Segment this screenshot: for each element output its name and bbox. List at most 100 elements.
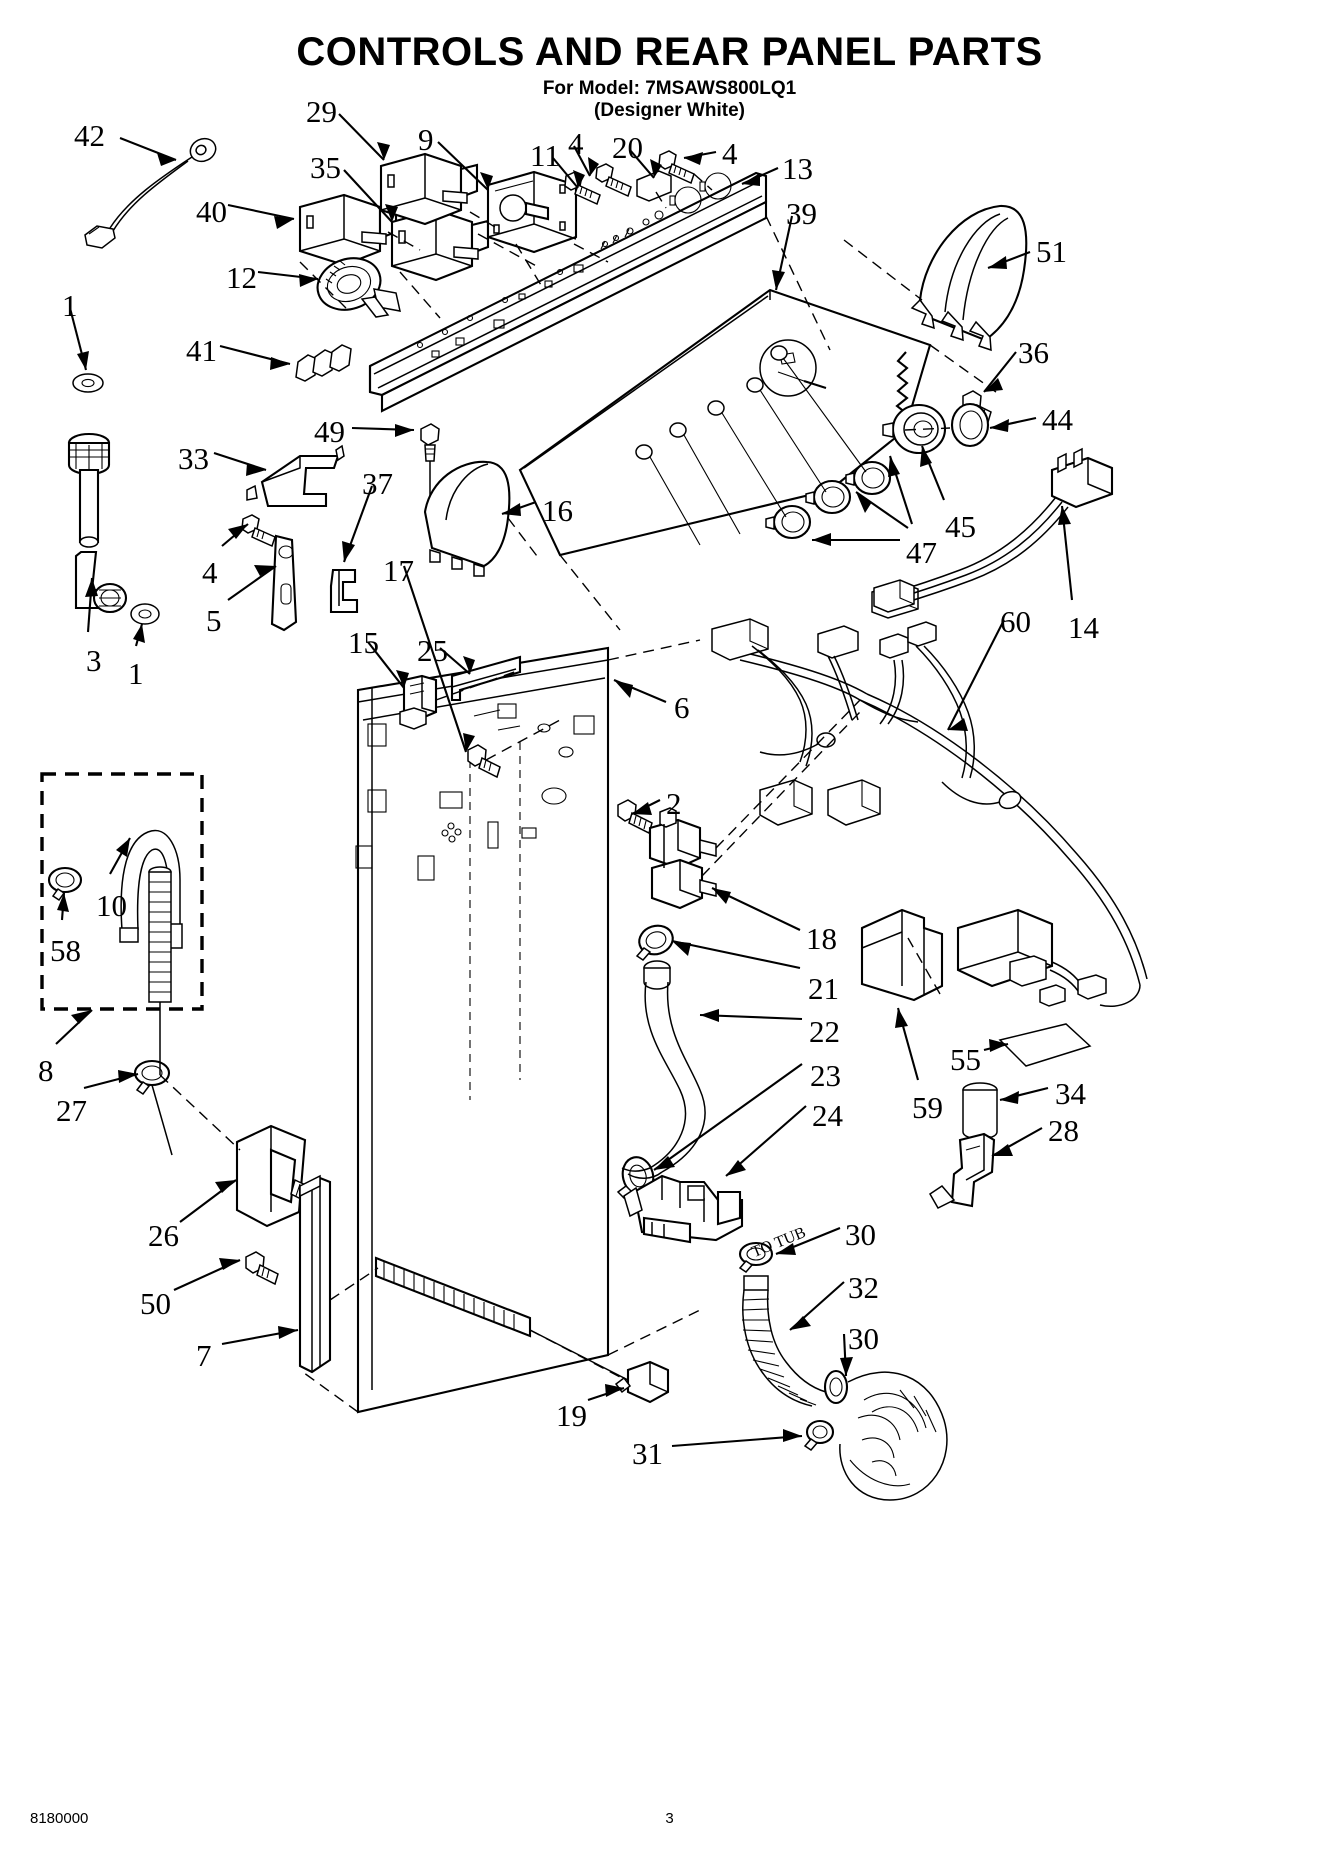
callout-28: 28 (1048, 1113, 1079, 1148)
part-7-side-rail (298, 1174, 332, 1374)
part-28-retainer-clip (929, 1132, 996, 1209)
callout-49: 49 (314, 414, 345, 449)
callout-1-a: 1 (62, 288, 78, 323)
part-10-flex-hose (148, 866, 172, 1075)
part-31-clamp (803, 1419, 835, 1451)
part-20-screw (595, 163, 672, 202)
callout-58: 58 (50, 933, 81, 968)
part-21-hose-clamp (635, 924, 674, 961)
part-33-bracket (246, 444, 345, 508)
part-3-rod-assembly (67, 432, 128, 614)
part-41-clips (295, 344, 352, 382)
tub-fragment (839, 1371, 948, 1501)
part-49-screw (420, 423, 440, 507)
callout-2: 2 (666, 786, 682, 821)
part-2-screw (617, 799, 653, 835)
callout-21: 21 (808, 971, 839, 1006)
callout-35: 35 (310, 150, 341, 185)
callout-19: 19 (556, 1398, 587, 1433)
part-30-clamp-lower (823, 1369, 849, 1405)
callout-14: 14 (1068, 610, 1099, 645)
callout-17: 17 (383, 553, 414, 588)
callout-45: 45 (945, 509, 976, 544)
callout-30-a: 30 (845, 1217, 876, 1252)
leader-lines (55, 113, 1074, 1448)
part-22-fill-hose (621, 960, 706, 1179)
part-59-shield (860, 908, 944, 1002)
part-42-ground-wire (84, 137, 217, 249)
callout-37: 37 (362, 466, 393, 501)
part-5-link (270, 534, 298, 632)
part-1-washer-b (130, 603, 160, 625)
part-23-clamp (616, 1156, 655, 1199)
callout-1-b: 1 (128, 656, 144, 691)
part-13-console-panel (368, 171, 768, 413)
part-32-drain-hose (741, 1275, 827, 1407)
page-title: CONTROLS AND REAR PANEL PARTS (296, 30, 1043, 74)
part-27-clamp (133, 1059, 173, 1156)
model-subtitle: For Model: 7MSAWS800LQ1 (542, 78, 797, 99)
callout-3: 3 (86, 643, 102, 678)
part-58-clamp (47, 866, 83, 902)
part-6-rear-panel (355, 646, 610, 1414)
color-subtitle: (Designer White) (594, 100, 745, 121)
callout-34: 34 (1055, 1076, 1086, 1111)
part-4-screw-c (241, 514, 276, 548)
part-26-brace (235, 1124, 330, 1228)
part-17-screw (467, 744, 501, 779)
part-34-capacitor (962, 1082, 998, 1147)
callout-33: 33 (178, 441, 209, 476)
callout-51: 51 (1036, 234, 1067, 269)
callout-36: 36 (1018, 335, 1049, 370)
part-45-knob (882, 403, 947, 455)
part-4-screw-a (564, 171, 601, 206)
callout-27: 27 (56, 1093, 87, 1128)
footer-page-number: 3 (665, 1810, 674, 1827)
callout-24: 24 (812, 1098, 843, 1133)
part-25-rail (450, 655, 522, 702)
callout-20: 20 (612, 130, 643, 165)
part-37-clip (329, 568, 359, 614)
callout-23: 23 (810, 1058, 841, 1093)
part-39-console-shell (518, 288, 932, 557)
callout-47: 47 (906, 535, 937, 570)
part-36-screw (962, 390, 992, 424)
part-47-knobs (635, 345, 892, 546)
part-11-timer (486, 170, 578, 254)
callout-30-b: 30 (848, 1321, 879, 1356)
callout-4-a: 4 (568, 126, 584, 161)
callout-39: 39 (786, 196, 817, 231)
callout-11: 11 (530, 138, 560, 173)
callout-32: 32 (848, 1270, 879, 1305)
part-10-hose (119, 829, 183, 949)
callout-18: 18 (806, 921, 837, 956)
part-60-wire-harness (711, 582, 1148, 1007)
callout-59: 59 (912, 1090, 943, 1125)
part-24-air-break (623, 1174, 744, 1244)
callout-6: 6 (674, 690, 690, 725)
part-14-plug-harness (873, 447, 1114, 613)
callout-25: 25 (417, 633, 448, 668)
part-12-timer-dial (316, 257, 401, 318)
callout-60: 60 (1000, 604, 1031, 639)
callout-31: 31 (632, 1436, 663, 1471)
part-40-switch (298, 193, 398, 267)
part-9-switch-upper (379, 152, 479, 226)
callout-44: 44 (1042, 402, 1073, 437)
part-19-spring-and-clip (374, 1256, 670, 1404)
part-55-label (998, 1023, 1092, 1067)
callout-40: 40 (196, 194, 227, 229)
part-4-screw-b (658, 150, 695, 185)
part-15-switch-block (399, 674, 438, 730)
callout-26: 26 (148, 1218, 179, 1253)
callout-50: 50 (140, 1286, 171, 1321)
to-tub-annotation: TO TUB (749, 1224, 809, 1262)
callout-55: 55 (950, 1042, 981, 1077)
part-1-washer-a (72, 373, 104, 393)
callout-7: 7 (196, 1338, 212, 1373)
part-16-end-cap (423, 460, 511, 577)
callout-16: 16 (542, 493, 573, 528)
part-35-switch (390, 208, 490, 282)
